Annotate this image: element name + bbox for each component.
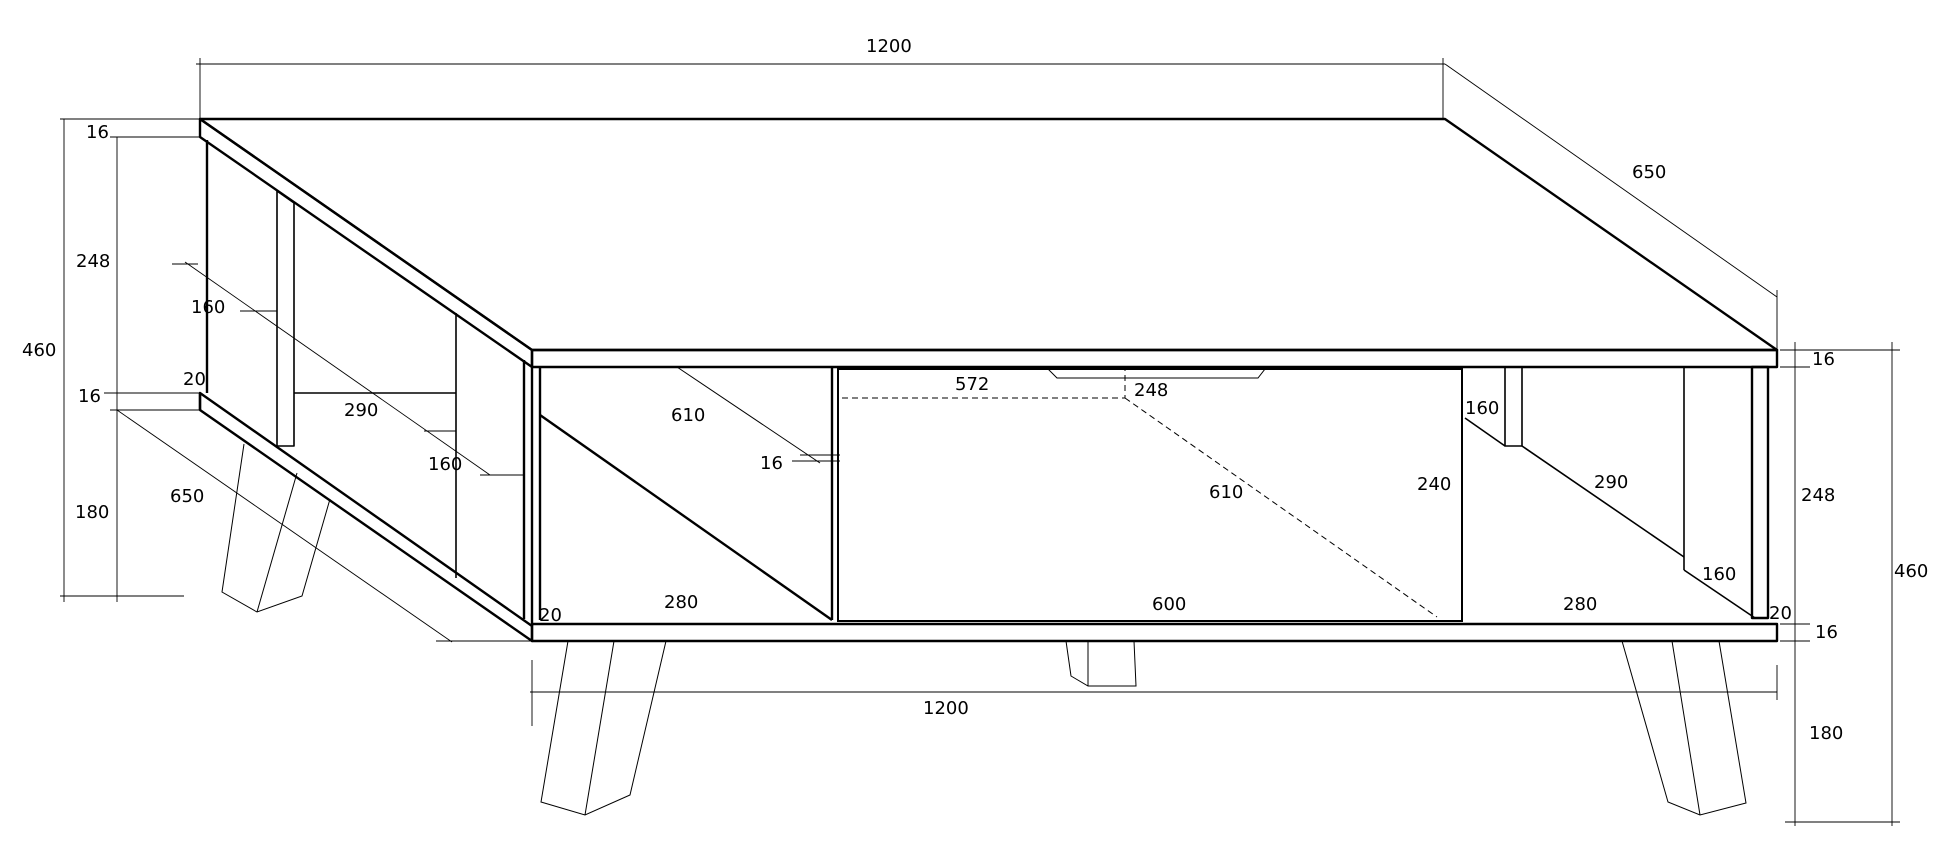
dimension-lines: [60, 58, 1900, 826]
table-top: [198, 117, 1779, 369]
dim-right-160-top: 160: [1465, 398, 1499, 419]
center-back-leg: [1065, 640, 1137, 687]
left-side-structure: [198, 140, 534, 643]
dim-right-160-bottom: 160: [1702, 564, 1736, 585]
dim-left-upper-height: 248: [76, 251, 110, 272]
dim-left-thickness-top: 16: [86, 122, 109, 143]
dim-right-total-460: 460: [1894, 561, 1928, 582]
dim-left-inner-160: 160: [428, 454, 462, 475]
dim-right-upper-248: 248: [1801, 485, 1835, 506]
right-leg: [1621, 640, 1747, 816]
dim-left-thickness-bottom: 16: [78, 386, 101, 407]
dim-right-leg-height: 180: [1809, 723, 1843, 744]
dim-center-16: 16: [760, 453, 783, 474]
dim-right-thickness-top: 16: [1812, 349, 1835, 370]
dim-right-floor-280: 280: [1563, 594, 1597, 615]
dim-left-shelf-290: 290: [344, 400, 378, 421]
front-face: [530, 366, 1779, 643]
dim-right-edge-20: 20: [1769, 603, 1792, 624]
drawer: [837, 368, 1463, 622]
dim-left-floor-280: 280: [664, 592, 698, 613]
dim-top-width: 1200: [866, 36, 912, 57]
dim-drawer-610: 610: [1209, 482, 1243, 503]
dim-left-depth: 650: [170, 486, 204, 507]
dim-top-depth: 650: [1632, 162, 1666, 183]
dim-left-shelf-160: 160: [191, 297, 225, 318]
dim-left-leg-height: 180: [75, 502, 109, 523]
dim-left-edge-20: 20: [183, 369, 206, 390]
dimension-labels: 1200 650 16 460 248 160 16 20 290 160 18…: [22, 36, 1928, 744]
dim-bottom-width: 1200: [923, 698, 969, 719]
left-legs: [221, 443, 667, 816]
dim-right-290: 290: [1594, 472, 1628, 493]
dim-drawer-240: 240: [1417, 474, 1451, 495]
dim-drawer-600: 600: [1152, 594, 1186, 615]
dim-center-610-left: 610: [671, 405, 705, 426]
dim-handle-248: 248: [1134, 380, 1168, 401]
dim-right-thickness-bottom: 16: [1815, 622, 1838, 643]
right-section: [1464, 365, 1770, 620]
dim-left-floor-20: 20: [539, 605, 562, 626]
dim-left-height-total: 460: [22, 340, 56, 361]
dim-drawer-572: 572: [955, 374, 989, 395]
